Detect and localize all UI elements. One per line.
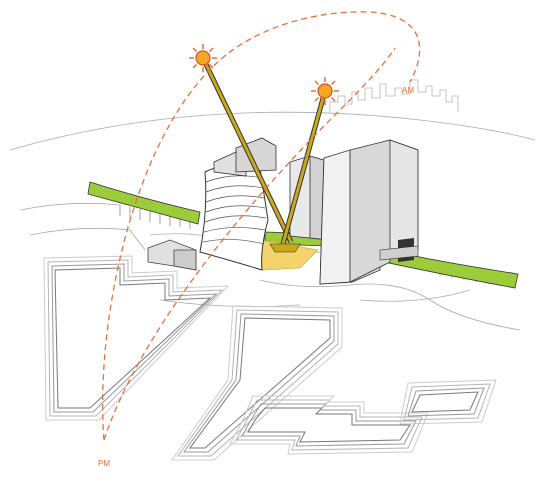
main-building bbox=[199, 137, 277, 271]
sun-icon bbox=[311, 77, 339, 105]
street-blocks-left bbox=[43, 255, 230, 421]
sun-path bbox=[101, 11, 421, 441]
street-blocks-bottom bbox=[229, 379, 497, 455]
am-label: AM bbox=[402, 86, 414, 95]
sun-rays bbox=[200, 56, 328, 253]
green-roof-west bbox=[87, 181, 201, 225]
sun-path-secondary bbox=[103, 47, 396, 441]
tall-tower bbox=[319, 139, 419, 285]
street-blocks-center bbox=[171, 305, 343, 461]
low-building bbox=[147, 239, 197, 271]
sun-icon bbox=[189, 44, 217, 72]
skyline bbox=[329, 79, 459, 112]
pm-label: PM bbox=[98, 459, 110, 468]
